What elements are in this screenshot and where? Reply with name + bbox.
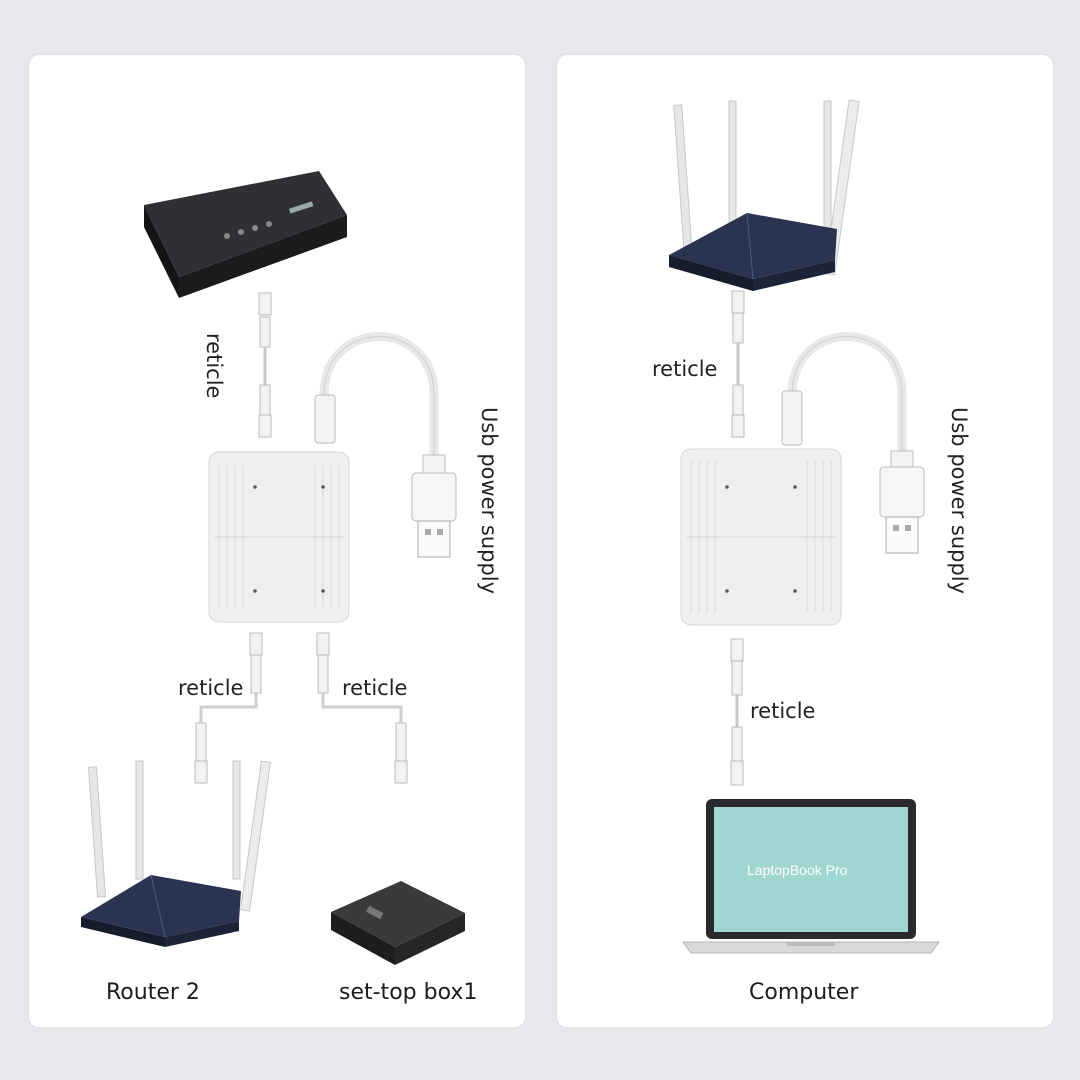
router-icon <box>669 99 860 291</box>
cable-top-label: reticle <box>202 333 226 399</box>
cable-bottom-label: reticle <box>750 699 816 723</box>
computer-caption: Computer <box>749 980 859 1005</box>
usb-power-label: Usb power supply <box>477 407 501 595</box>
router-caption: Router 2 <box>106 980 200 1005</box>
cable-left-icon <box>194 632 263 784</box>
settop-caption: set-top box1 <box>339 980 478 1005</box>
cable-top-icon <box>731 290 745 438</box>
right-panel: LaptopBook Pro reticle Usb power supply … <box>557 55 1053 1027</box>
cable-top-icon <box>258 292 272 438</box>
left-diagram-art <box>81 171 465 965</box>
laptop-screen-text: LaptopBook Pro <box>747 862 848 878</box>
cable-right-label: reticle <box>342 676 408 700</box>
switch-box-icon <box>208 451 350 623</box>
settop-box-icon <box>331 881 465 965</box>
right-diagram-art: LaptopBook Pro <box>669 99 940 954</box>
cable-right-icon <box>316 632 408 784</box>
left-panel: reticle Usb power supply reticle reticle… <box>29 55 525 1027</box>
router-icon <box>81 760 271 947</box>
switch-box-icon <box>680 448 842 626</box>
usb-cable-icon <box>781 332 925 554</box>
modem-icon <box>144 171 347 298</box>
cable-top-label: reticle <box>652 357 718 381</box>
laptop-icon <box>682 799 940 954</box>
usb-power-label: Usb power supply <box>947 407 971 595</box>
cable-left-label: reticle <box>178 676 244 700</box>
cable-bottom-icon <box>730 638 744 786</box>
usb-cable-icon <box>314 332 457 558</box>
